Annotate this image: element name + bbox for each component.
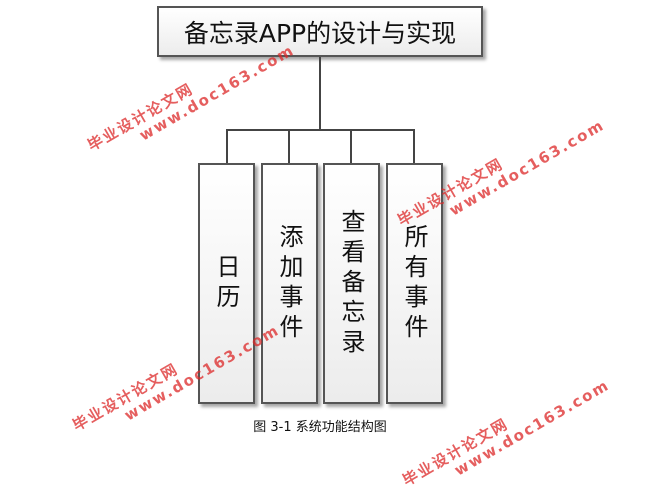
connector-drop-1 — [226, 129, 228, 163]
module-add-event: 添加事件 — [261, 163, 318, 404]
module-all-events: 所有事件 — [386, 163, 443, 404]
connector-drop-2 — [288, 129, 290, 163]
connector-bus — [226, 129, 415, 131]
module-label: 所有事件 — [400, 223, 428, 344]
module-view-memo: 查看备忘录 — [323, 163, 380, 404]
title-text: 备忘录APP的设计与实现 — [183, 18, 457, 48]
figure-caption: 图 3-1 系统功能结构图 — [253, 420, 387, 435]
module-label: 日历 — [212, 253, 240, 314]
module-label: 查看备忘录 — [337, 208, 365, 359]
module-label: 添加事件 — [275, 223, 303, 344]
root-node-title: 备忘录APP的设计与实现 — [157, 6, 483, 57]
connector-drop-3 — [350, 129, 352, 163]
module-calendar: 日历 — [198, 163, 255, 404]
connector-drop-4 — [413, 129, 415, 163]
connector-trunk — [319, 57, 321, 131]
